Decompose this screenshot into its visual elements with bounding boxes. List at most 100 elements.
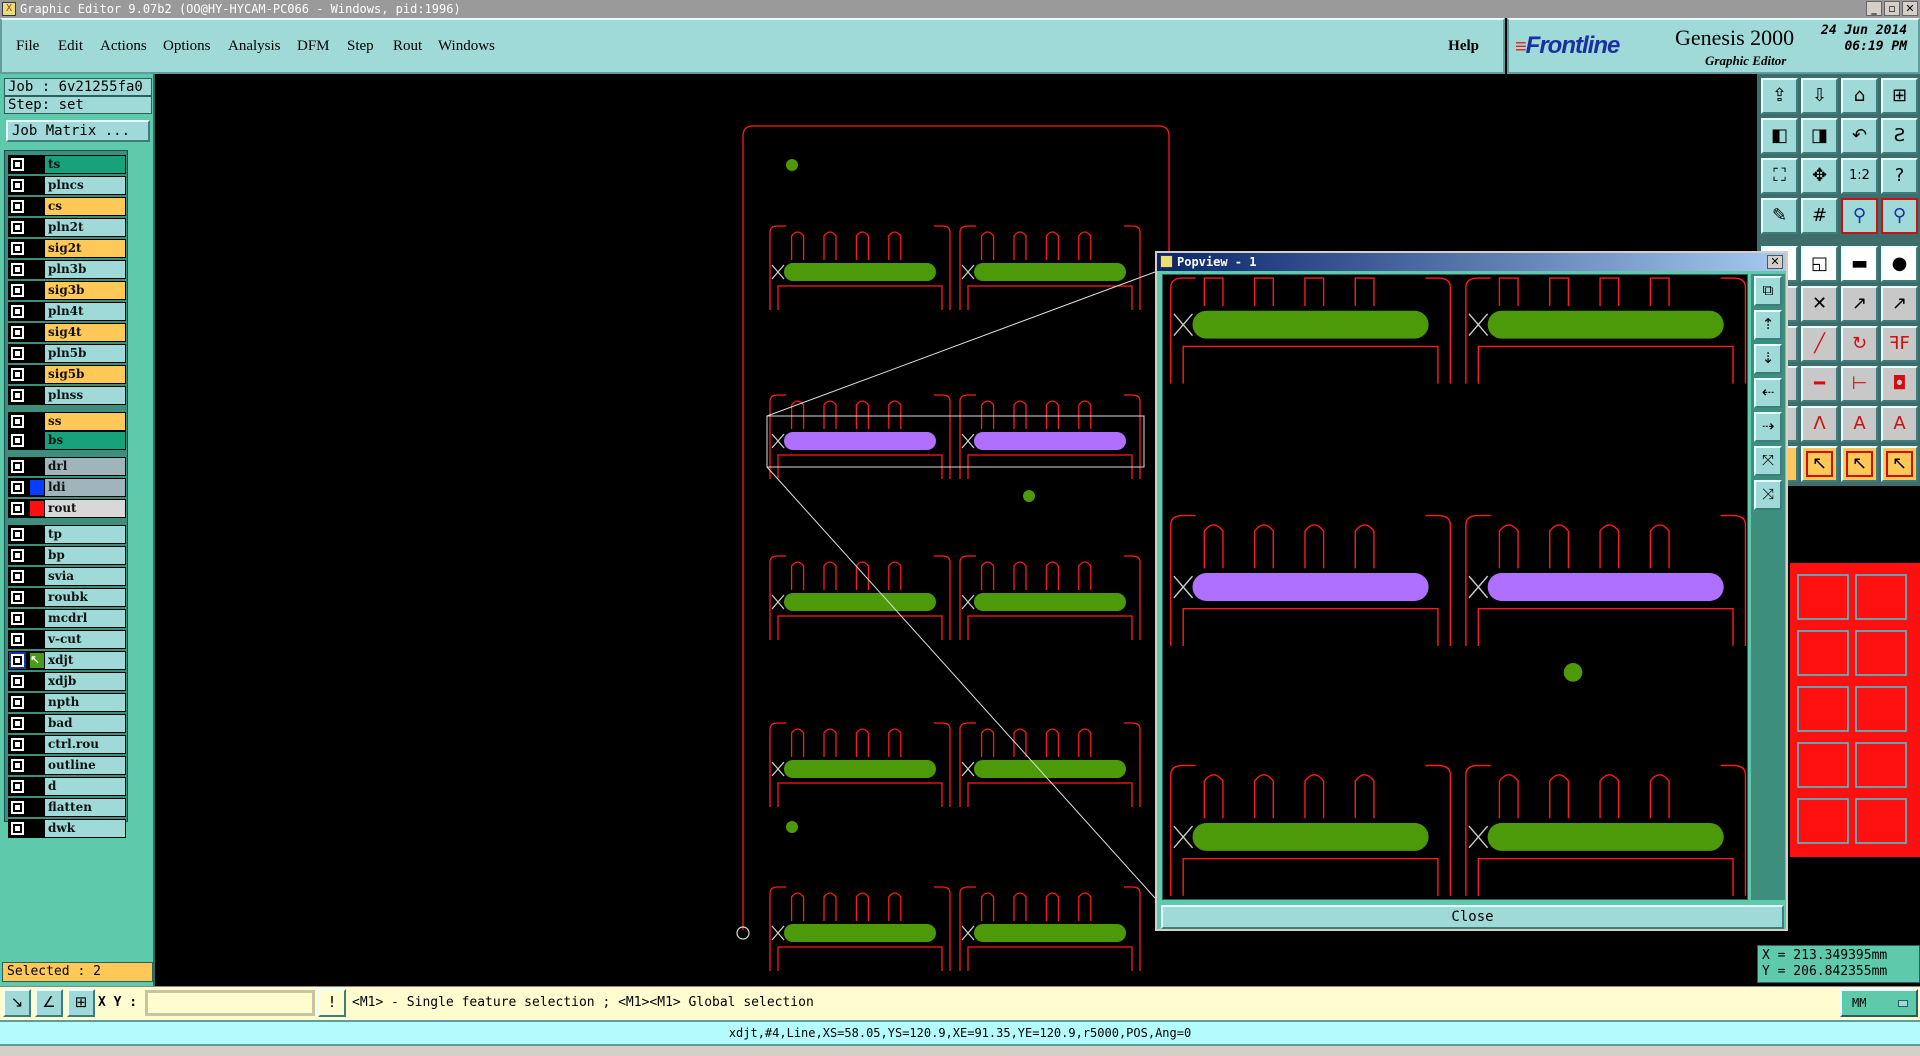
layer-row-svia[interactable]: svia	[8, 567, 126, 586]
layer-checkbox[interactable]	[11, 822, 24, 835]
arc2-icon[interactable]: A	[1841, 406, 1878, 442]
layer-checkbox[interactable]	[11, 179, 24, 192]
menu-dfm[interactable]: DFM	[297, 38, 330, 54]
layer-checkbox[interactable]	[11, 675, 24, 688]
export-icon[interactable]: ⇪	[1761, 78, 1798, 114]
layer-checkbox[interactable]	[11, 284, 24, 297]
select-poly-icon[interactable]: ↖	[1841, 446, 1878, 482]
pan-down-icon[interactable]: ⇣	[1754, 344, 1782, 374]
layer-checkbox[interactable]	[11, 717, 24, 730]
layer-row-sig4t[interactable]: sig4t	[8, 323, 126, 342]
pan-right-icon[interactable]: ⇢	[1754, 412, 1782, 442]
menu-analysis[interactable]: Analysis	[228, 38, 281, 54]
minimize-button[interactable]: _	[1866, 1, 1882, 16]
popview-titlebar[interactable]: Popview - 1 ✕	[1157, 253, 1786, 271]
layer-row-npth[interactable]: npth	[8, 693, 126, 712]
layer-row-v-cut[interactable]: v-cut	[8, 630, 126, 649]
menu-edit[interactable]: Edit	[58, 38, 83, 54]
layer-checkbox[interactable]	[11, 347, 24, 360]
snap-angle-icon[interactable]: ∠	[35, 989, 63, 1017]
units-toggle[interactable]: MM	[1840, 989, 1918, 1017]
layer-row-pln3b[interactable]: pln3b	[8, 260, 126, 279]
layer-row-ctrl.rou[interactable]: ctrl.rou	[8, 735, 126, 754]
grid-snap-icon[interactable]: ⊞	[67, 989, 95, 1017]
layer-row-d[interactable]: d	[8, 777, 126, 796]
arc-icon[interactable]: Λ	[1801, 406, 1838, 442]
layer-net2-icon[interactable]: ⚲	[1881, 198, 1918, 234]
layer-row-outline[interactable]: outline	[8, 756, 126, 775]
scale-icon[interactable]: 1:2	[1841, 158, 1878, 194]
move-icon[interactable]: ↗	[1841, 286, 1878, 322]
layer-checkbox[interactable]	[11, 780, 24, 793]
home-icon[interactable]: ⌂	[1841, 78, 1878, 114]
rotate-icon[interactable]: ↻	[1841, 326, 1878, 362]
snake-icon[interactable]: Ƨ	[1881, 118, 1918, 154]
pan-left-icon[interactable]: ◧	[1761, 118, 1798, 154]
menu-actions[interactable]: Actions	[100, 38, 147, 54]
layer-checkbox[interactable]	[11, 528, 24, 541]
help-icon[interactable]: ?	[1881, 158, 1918, 194]
pan-left-icon[interactable]: ⇠	[1754, 378, 1782, 408]
layer-row-bs[interactable]: bs	[8, 431, 126, 450]
layer-row-drl[interactable]: drl	[8, 457, 126, 476]
layer-checkbox[interactable]	[11, 696, 24, 709]
dimension-icon[interactable]: ⊢	[1841, 366, 1878, 402]
zoom-fit-icon[interactable]: ⛶	[1761, 158, 1798, 194]
popview-close-button[interactable]: Close	[1161, 905, 1784, 929]
close-window-button[interactable]: ✕	[1902, 1, 1918, 16]
tools-icon[interactable]: ✎	[1761, 198, 1798, 234]
layer-checkbox[interactable]	[11, 612, 24, 625]
layer-checkbox[interactable]	[11, 415, 24, 428]
layer-row-xdjt[interactable]: ↖xdjt	[8, 651, 126, 670]
layer-checkbox[interactable]	[11, 502, 24, 515]
layer-row-bad[interactable]: bad	[8, 714, 126, 733]
layer-checkbox[interactable]	[11, 200, 24, 213]
menu-rout[interactable]: Rout	[393, 38, 423, 54]
layer-checkbox[interactable]	[11, 460, 24, 473]
pad-icon[interactable]: ●	[1881, 246, 1918, 282]
layer-row-rout[interactable]: rout	[8, 499, 126, 518]
select-pointer-icon[interactable]: ↖	[1801, 446, 1838, 482]
menu-help[interactable]: Help	[1448, 38, 1479, 54]
arc3-icon[interactable]: A	[1881, 406, 1918, 442]
popview-close-x-button[interactable]: ✕	[1767, 255, 1783, 269]
layer-checkbox[interactable]	[11, 263, 24, 276]
layer-checkbox[interactable]	[11, 738, 24, 751]
layer-checkbox[interactable]	[11, 158, 24, 171]
layer-net-icon[interactable]: ⚲	[1841, 198, 1878, 234]
layer-row-sig3b[interactable]: sig3b	[8, 281, 126, 300]
layer-checkbox[interactable]	[11, 549, 24, 562]
break-icon[interactable]: ━	[1801, 366, 1838, 402]
layer-checkbox[interactable]	[11, 368, 24, 381]
zoom-in-icon[interactable]: ⤨	[1754, 480, 1782, 510]
layer-checkbox[interactable]	[11, 759, 24, 772]
mirror-icon[interactable]: ꟻF	[1881, 326, 1918, 362]
layer-row-pln5b[interactable]: pln5b	[8, 344, 126, 363]
alert-icon[interactable]: !	[318, 989, 346, 1017]
select-net-icon[interactable]: ↖	[1881, 446, 1918, 482]
popview-drawing[interactable]	[1162, 274, 1748, 900]
ruler-icon[interactable]: ▬	[1841, 246, 1878, 282]
layer-checkbox[interactable]	[11, 389, 24, 402]
zoom-out-icon[interactable]: ⤧	[1754, 446, 1782, 476]
layer-checkbox[interactable]	[11, 434, 24, 447]
job-matrix-button[interactable]: Job Matrix ...	[6, 120, 150, 142]
overview-thumbnail[interactable]	[1790, 563, 1920, 857]
layer-row-ldi[interactable]: ldi	[8, 478, 126, 497]
measure-icon[interactable]: ↘	[3, 989, 31, 1017]
layer-checkbox[interactable]	[11, 242, 24, 255]
layer-row-flatten[interactable]: flatten	[8, 798, 126, 817]
zoom-center-icon[interactable]: ✥	[1801, 158, 1838, 194]
board-drawing[interactable]	[155, 74, 1757, 986]
popview-fit-icon[interactable]: ⧉	[1754, 276, 1782, 306]
layer-row-pln4t[interactable]: pln4t	[8, 302, 126, 321]
maximize-button[interactable]: ▫	[1884, 1, 1900, 16]
layer-checkbox[interactable]	[11, 305, 24, 318]
layer-row-plnss[interactable]: plnss	[8, 386, 126, 405]
layer-row-mcdrl[interactable]: mcdrl	[8, 609, 126, 628]
pan-right-icon[interactable]: ◨	[1801, 118, 1838, 154]
layer-row-bp[interactable]: bp	[8, 546, 126, 565]
layer-row-sig2t[interactable]: sig2t	[8, 239, 126, 258]
layer-row-cs[interactable]: cs	[8, 197, 126, 216]
undo-view-icon[interactable]: ↶	[1841, 118, 1878, 154]
